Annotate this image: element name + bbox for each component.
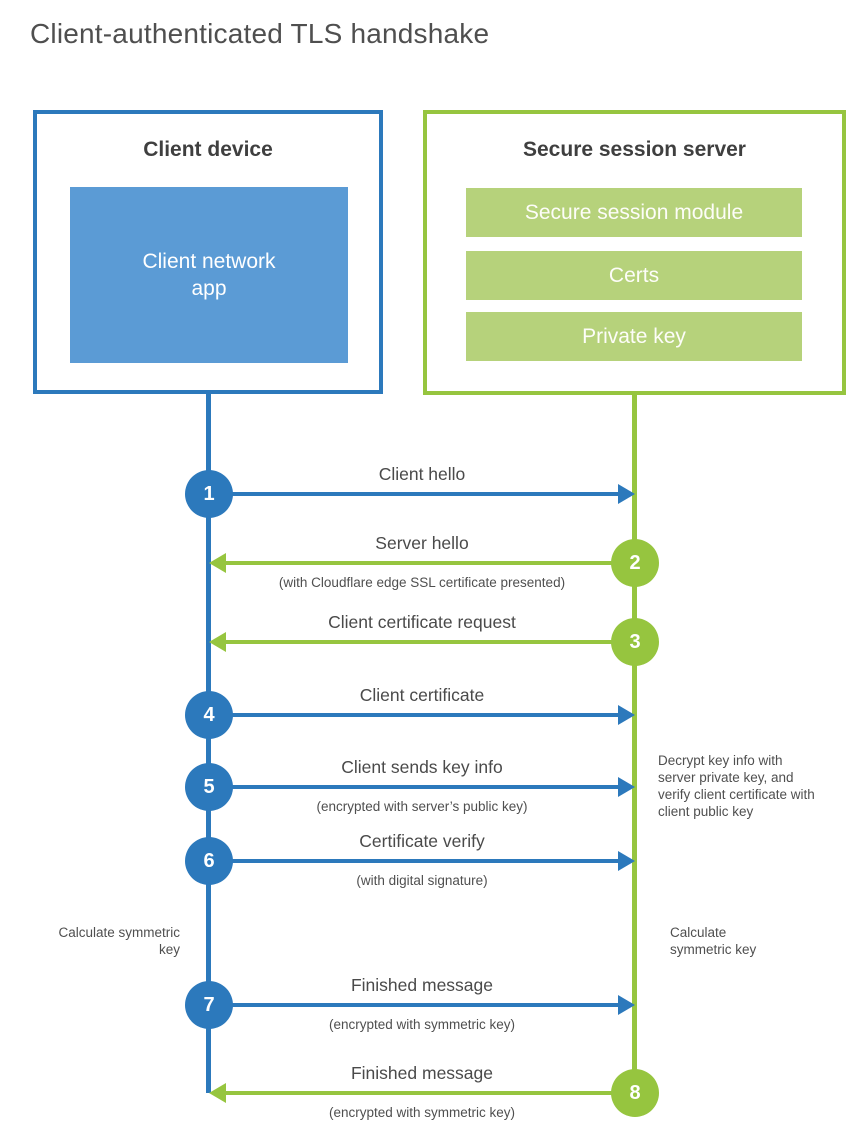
arrow-shaft: [209, 713, 623, 717]
arrow-shaft: [221, 561, 635, 565]
step-5-number-badge: 5: [185, 763, 233, 811]
private-key-bar: Private key: [466, 312, 802, 361]
client-device-box: Client device Client network app: [33, 110, 383, 394]
step-5-arrow-right: [209, 777, 635, 797]
arrow-shaft: [221, 640, 635, 644]
arrowhead-left-icon: [209, 632, 226, 652]
step-3-label: Client certificate request: [328, 612, 516, 632]
secure-session-server-box: Secure session server Secure session mod…: [423, 110, 846, 395]
step-8-number-badge: 8: [611, 1069, 659, 1117]
note-calculate-symmetric-key-server: Calculate symmetric key: [670, 925, 757, 957]
step-2-arrow-left: [209, 553, 635, 573]
step-4-number-badge: 4: [185, 691, 233, 739]
step-1-label: Client hello: [378, 464, 466, 484]
arrowhead-right-icon: [618, 484, 635, 504]
step-5-label: Client sends key info: [341, 757, 503, 777]
step-7-number-badge: 7: [185, 981, 233, 1029]
client-lifeline: [206, 392, 211, 1093]
page-title: Client-authenticated TLS handshake: [30, 18, 490, 49]
step-4-label: Client certificate: [359, 685, 485, 705]
step-2-number-badge: 2: [611, 539, 659, 587]
client-device-title: Client device: [143, 138, 273, 161]
arrowhead-left-icon: [209, 553, 226, 573]
step-8-sublabel: (encrypted with symmetric key): [328, 1105, 516, 1120]
arrow-shaft: [209, 492, 623, 496]
arrowhead-left-icon: [209, 1083, 226, 1103]
arrow-shaft: [209, 785, 623, 789]
step-8-arrow-left: [209, 1083, 635, 1103]
secure-session-server-title: Secure session server: [523, 138, 746, 161]
secure-session-module-bar: Secure session module: [466, 188, 802, 237]
step-7-label: Finished message: [350, 975, 494, 995]
arrowhead-right-icon: [618, 995, 635, 1015]
server-lifeline: [632, 393, 637, 1095]
step-1-arrow-right: [209, 484, 635, 504]
step-1-number-badge: 1: [185, 470, 233, 518]
step-3-number-badge: 3: [611, 618, 659, 666]
step-7-sublabel: (encrypted with symmetric key): [328, 1017, 516, 1032]
step-7-arrow-right: [209, 995, 635, 1015]
step-2-sublabel: (with Cloudflare edge SSL certificate pr…: [278, 575, 566, 590]
arrow-shaft: [209, 1003, 623, 1007]
step-2-label: Server hello: [375, 533, 469, 553]
step-5-sublabel: (encrypted with server’s public key): [316, 799, 528, 814]
arrowhead-right-icon: [618, 777, 635, 797]
certs-bar: Certs: [466, 251, 802, 300]
step-3-arrow-left: [209, 632, 635, 652]
step-6-arrow-right: [209, 851, 635, 871]
note-decrypt-key-info: Decrypt key info with server private key…: [658, 753, 815, 819]
step-6-sublabel: (with digital signature): [356, 873, 488, 888]
client-network-app-label: Client network app: [142, 250, 276, 300]
step-6-number-badge: 6: [185, 837, 233, 885]
arrowhead-right-icon: [618, 851, 635, 871]
step-6-label: Certificate verify: [359, 831, 485, 851]
arrow-shaft: [221, 1091, 635, 1095]
arrow-shaft: [209, 859, 623, 863]
step-8-label: Finished message: [350, 1063, 494, 1083]
step-4-arrow-right: [209, 705, 635, 725]
client-network-app-box: Client network app: [70, 187, 348, 363]
note-calculate-symmetric-key-client: Calculate symmetric key: [58, 925, 180, 957]
arrowhead-right-icon: [618, 705, 635, 725]
